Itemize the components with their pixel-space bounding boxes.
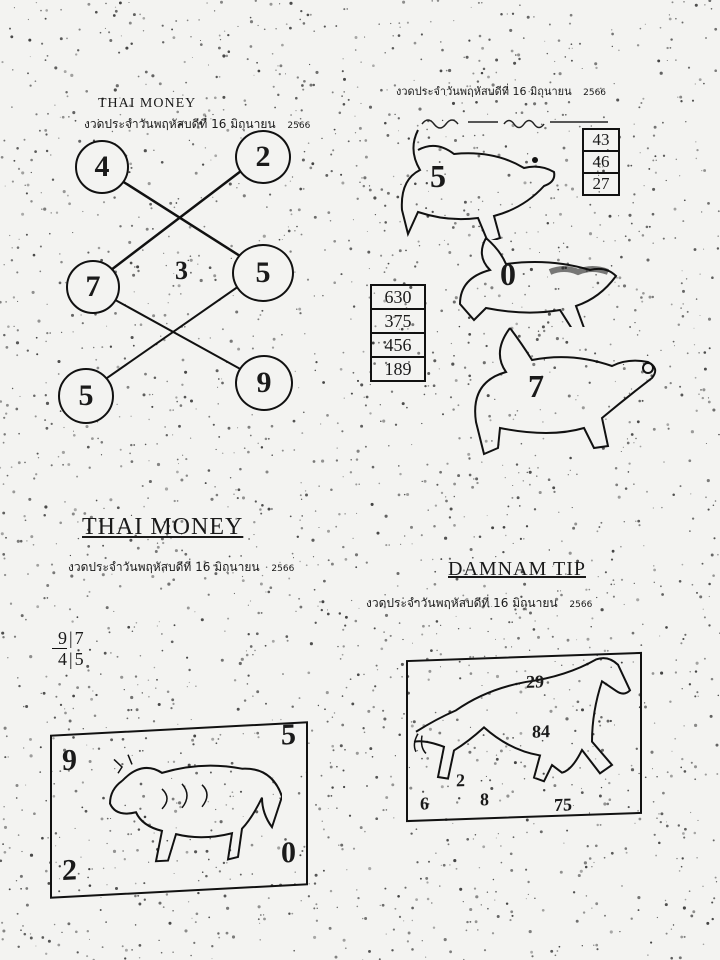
dateline-year: 2566 bbox=[583, 88, 607, 98]
dateline-text: งวดประจำวันพฤหัสบดีที่ 16 มิถุนายน bbox=[396, 85, 572, 98]
panel-thai-money-tiger: THAI MONEY งวดประจำวันพฤหัสบดีที่ 16 มิถ… bbox=[0, 470, 360, 960]
number-circle: 7 bbox=[66, 260, 120, 314]
dateline-year: 2566 bbox=[271, 564, 295, 574]
number-circle: 2 bbox=[235, 130, 291, 184]
number-circle: 9 bbox=[235, 355, 293, 411]
box-number: 375 bbox=[372, 310, 424, 334]
corner-number: 5 bbox=[281, 717, 296, 752]
dateline-year: 2566 bbox=[569, 600, 593, 610]
brand-title: THAI MONEY bbox=[82, 514, 244, 540]
horse-icon bbox=[413, 657, 632, 783]
rat-digit: 7 bbox=[528, 368, 544, 404]
number-circle: 4 bbox=[75, 140, 129, 194]
brand-title: DAMNAM TIP bbox=[448, 558, 586, 580]
draw-dateline: งวดประจำวันพฤหัสบดีที่ 16 มิถุนายน 2566 bbox=[366, 594, 592, 613]
fraction-number: 5 bbox=[74, 649, 84, 669]
horse-number: 84 bbox=[532, 721, 550, 742]
fraction-number: 4 bbox=[52, 648, 67, 669]
draw-dateline: งวดประจำวันพฤหัสบดีที่ 16 มิถุนายน 2566 bbox=[396, 82, 606, 100]
corner-number: 0 bbox=[281, 835, 296, 870]
box-number: 27 bbox=[592, 174, 610, 193]
draw-dateline: งวดประจำวันพฤหัสบดีที่ 16 มิถุนายน 2566 bbox=[68, 558, 294, 577]
corner-number: 2 bbox=[62, 853, 77, 888]
draw-dateline: งวดประจำวันพฤหัสบดีที่ 16 มิถุนายน 2566 bbox=[84, 115, 310, 134]
horse-number: 2 bbox=[456, 770, 465, 791]
fraction-number: 9 bbox=[58, 628, 67, 648]
panel-rats: งวดประจำวันพฤหัสบดีที่ 16 มิถุนายน 2566 … bbox=[360, 0, 720, 470]
tiger-icon bbox=[108, 754, 282, 863]
box-number: 189 bbox=[384, 359, 412, 379]
horse-number: 75 bbox=[554, 794, 572, 815]
horse-number: 8 bbox=[480, 789, 489, 810]
center-number: 3 bbox=[175, 256, 188, 285]
rat-digit: 5 bbox=[430, 158, 446, 194]
brand-title: THAI MONEY bbox=[98, 96, 197, 111]
box-number: 630 bbox=[372, 286, 424, 310]
box-number: 456 bbox=[372, 334, 424, 358]
number-circle: 5 bbox=[58, 368, 114, 424]
dateline-text: งวดประจำวันพฤหัสบดีที่ 16 มิถุนายน bbox=[84, 117, 276, 131]
horse-number: 6 bbox=[420, 793, 429, 814]
corner-number: 9 bbox=[62, 743, 77, 778]
fraction-number: 7 bbox=[74, 628, 84, 648]
dateline-text: งวดประจำวันพฤหัสบดีที่ 16 มิถุนายน bbox=[68, 560, 260, 574]
dateline-year: 2566 bbox=[287, 121, 311, 131]
box-number: 46 bbox=[584, 152, 618, 174]
panel-damnam-tip-horse: DAMNAM TIP งวดประจำวันพฤหัสบดีที่ 16 มิถ… bbox=[360, 470, 720, 960]
number-circle: 5 bbox=[232, 244, 294, 302]
panel-thai-money-circles: THAI MONEY งวดประจำวันพฤหัสบดีที่ 16 มิถ… bbox=[0, 0, 360, 470]
connector-lines bbox=[83, 154, 263, 395]
dateline-text: งวดประจำวันพฤหัสบดีที่ 16 มิถุนายน bbox=[366, 596, 558, 610]
rat-digit: 0 bbox=[500, 256, 516, 292]
number-fraction: 9|7 4|5 bbox=[52, 628, 84, 669]
big-number-box: 630 375 456 189 bbox=[370, 284, 426, 382]
rat-icon bbox=[400, 129, 556, 240]
horse-frame: 29 84 2 6 8 75 bbox=[406, 651, 642, 823]
tiger-frame: 9 5 2 0 bbox=[50, 717, 308, 899]
small-number-box: 43 46 27 bbox=[582, 128, 620, 196]
scribble-subtitle bbox=[421, 119, 608, 129]
box-number: 43 bbox=[584, 130, 618, 152]
rat-icon bbox=[474, 327, 657, 456]
rat-icon bbox=[458, 237, 618, 327]
horse-number: 29 bbox=[526, 671, 544, 692]
